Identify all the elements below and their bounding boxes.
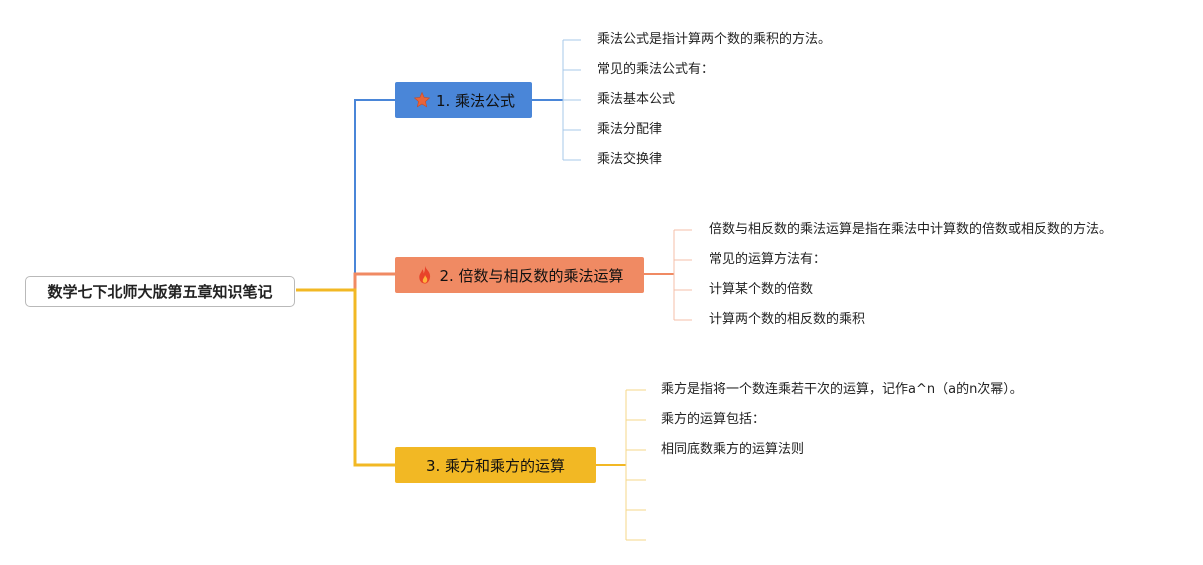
fire-icon	[415, 265, 435, 285]
branch-label-2: 2. 倍数与相反数的乘法运算	[439, 266, 624, 285]
leaf-3-2[interactable]: 乘方的运算包括：	[661, 412, 766, 427]
branch-node-3[interactable]: 3. 乘方和乘方的运算	[395, 447, 596, 483]
connector-root-branch-3	[296, 288, 395, 467]
leaf-1-4[interactable]: 乘法分配律	[597, 122, 663, 137]
leaf-2-3[interactable]: 计算某个数的倍数	[709, 282, 814, 297]
leaf-1-5[interactable]: 乘法交换律	[597, 152, 663, 167]
branch-node-2[interactable]: 2. 倍数与相反数的乘法运算	[395, 257, 644, 293]
branch-label-3: 3. 乘方和乘方的运算	[425, 456, 566, 475]
leaf-3-3[interactable]: 相同底数乘方的运算法则	[661, 442, 805, 457]
leaf-connectors-1	[532, 39, 581, 161]
leaf-connectors-3	[596, 389, 646, 541]
branch-label-1: 1. 乘法公式	[435, 91, 516, 110]
leaf-2-1[interactable]: 倍数与相反数的乘法运算是指在乘法中计算数的倍数或相反数的方法。	[709, 222, 1113, 237]
root-node[interactable]: 数学七下北师大版第五章知识笔记	[25, 276, 295, 307]
star-icon	[412, 90, 432, 110]
branch-node-1[interactable]: 1. 乘法公式	[395, 82, 532, 118]
leaf-2-2[interactable]: 常见的运算方法有：	[709, 252, 827, 267]
connector-root-branch-2	[296, 272, 395, 292]
leaf-1-2[interactable]: 常见的乘法公式有：	[597, 62, 715, 77]
leaf-1-1[interactable]: 乘法公式是指计算两个数的乘积的方法。	[597, 32, 832, 47]
connector-root-branch-1	[296, 99, 395, 291]
leaf-2-4[interactable]: 计算两个数的相反数的乘积	[709, 312, 866, 327]
root-title: 数学七下北师大版第五章知识笔记	[47, 283, 273, 301]
leaf-1-3[interactable]: 乘法基本公式	[597, 92, 676, 107]
leaf-3-1[interactable]: 乘方是指将一个数连乘若干次的运算，记作a^n（a的n次幂）。	[661, 382, 1023, 397]
leaf-connectors-2	[644, 229, 692, 321]
